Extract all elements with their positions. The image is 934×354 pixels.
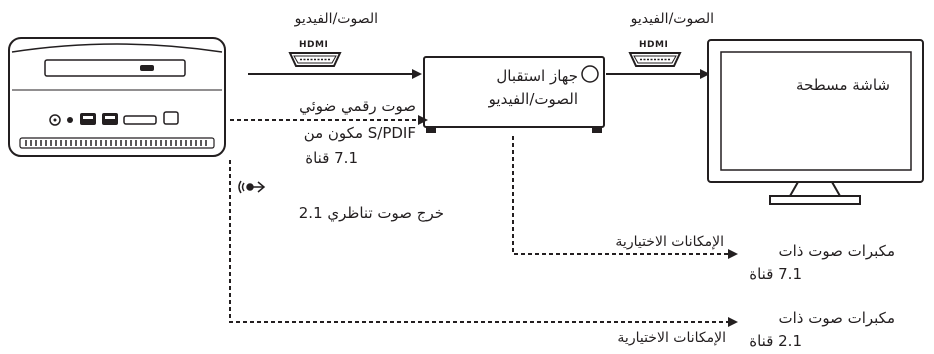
- speakers-21-channels: 2.1 قناة: [749, 332, 802, 350]
- vent-grille: [19, 137, 215, 149]
- button-icon: [163, 111, 179, 125]
- hdmi-logo-1: HDMI: [299, 40, 329, 50]
- volume-knob-icon: [581, 65, 599, 83]
- front-ports: [49, 111, 179, 126]
- hdmi-connector-icon: [288, 52, 342, 67]
- spdif-channels-label: 7.1 قناة: [305, 149, 358, 167]
- audio-video-label-2: الصوت/الفيديو: [630, 11, 714, 27]
- spdif-label: S/PDIF مكون من: [303, 124, 416, 142]
- digital-optical-label: صوت رقمي ضوئي: [299, 97, 416, 115]
- audio-video-label-1: الصوت/الفيديو: [294, 11, 378, 27]
- optional-label-2: الإمكانات الاختيارية: [617, 330, 726, 346]
- speaker-cable-21: [229, 160, 730, 323]
- speakers-71-channels: 7.1 قناة: [749, 265, 802, 283]
- speakers-71-label: مكبرات صوت ذات: [778, 242, 895, 260]
- hdmi-connector-icon: [628, 52, 682, 67]
- eject-button-icon: [140, 65, 154, 71]
- power-led-icon: [67, 117, 73, 123]
- receiver-title-line2: الصوت/الفيديو: [488, 90, 578, 108]
- card-reader-slot: [123, 115, 157, 125]
- flat-screen-tv: [707, 39, 924, 205]
- flat-screen-label: شاشة مسطحة: [796, 76, 890, 94]
- speakers-21-label: مكبرات صوت ذات: [778, 309, 895, 327]
- av-receiver-device: [423, 56, 605, 133]
- receiver-title-line1: جهاز استقبال: [496, 67, 578, 85]
- optical-drive-slot: [44, 59, 186, 77]
- optional-label-1: الإمكانات الاختيارية: [615, 234, 724, 250]
- analog-out-label: خرج صوت تناظري 2.1: [298, 204, 444, 222]
- audio-out-icon: [238, 180, 266, 194]
- hdmi-logo-2: HDMI: [639, 40, 669, 50]
- mini-pc-device: [8, 37, 226, 157]
- speaker-cable-71: [512, 136, 730, 255]
